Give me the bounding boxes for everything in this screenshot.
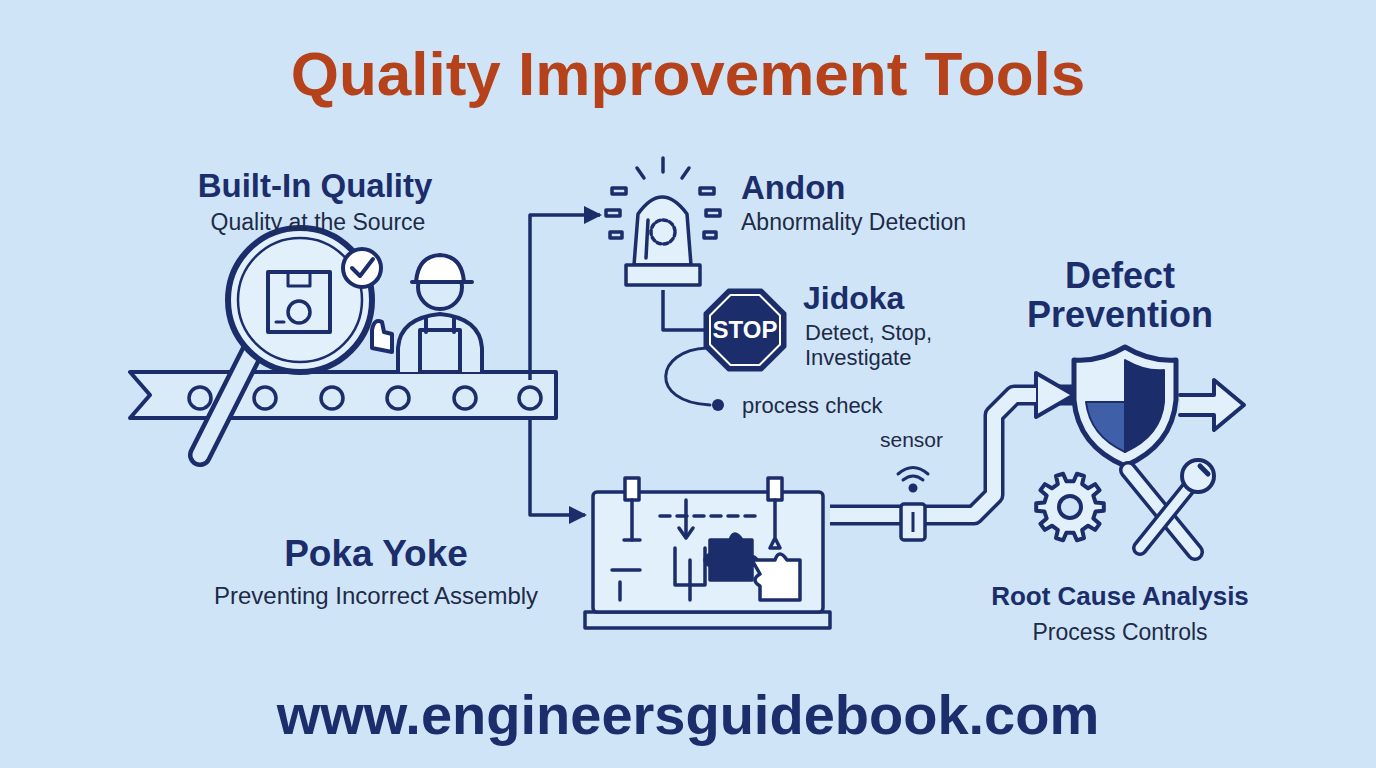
- node-heading: Root Cause Analysis: [991, 582, 1249, 612]
- diagram-title: Quality Improvement Tools: [291, 38, 1086, 109]
- stop-text: STOP: [713, 316, 778, 344]
- node-subtitle: Process Controls: [1032, 619, 1207, 645]
- sensor-label: sensor: [880, 428, 943, 452]
- gear-icon: [1036, 474, 1104, 541]
- node-heading: Built-In Quality: [198, 167, 433, 205]
- node-heading: Jidoka: [803, 280, 904, 317]
- tools-icon: [1128, 460, 1214, 552]
- node-heading: Andon: [741, 169, 845, 207]
- built-in-quality-node: Built-In QualityQuality at the Source: [130, 225, 530, 470]
- andon-node: AndonAbnormality Detection: [600, 155, 726, 290]
- sensor-body: [901, 504, 925, 540]
- andon-beacon: [606, 158, 720, 285]
- gear-teeth: [1036, 474, 1104, 541]
- conveyor-belt: [130, 372, 556, 418]
- node-subtitle: Preventing Incorrect Assembly: [214, 582, 538, 610]
- gear-hub: [1059, 496, 1081, 518]
- node-heading: Poka Yoke: [284, 533, 468, 576]
- process-check-label: process check: [742, 393, 883, 418]
- process-dot: [712, 399, 724, 411]
- stop-sign-rim: [710, 295, 780, 365]
- node-subtitle: Detect, Stop, Investigate: [805, 320, 955, 371]
- connector-group: [530, 420, 585, 515]
- website-url: www.engineersguidebook.com: [277, 683, 1100, 747]
- root-cause-node: Root Cause AnalysisProcess Controls: [1035, 465, 1210, 565]
- defect-prevention-node: Defect Prevention: [1074, 345, 1176, 467]
- flow-connector: [530, 215, 600, 380]
- node-heading: Defect Prevention: [1000, 257, 1240, 335]
- sensor-symbol: [898, 468, 928, 492]
- poka-yoke-node: Poka YokePreventing Incorrect Assembly: [585, 485, 830, 630]
- worker-figure: [372, 255, 482, 372]
- shield-icon: [1074, 347, 1176, 466]
- connector-group: [663, 290, 705, 330]
- stop-sign: [705, 290, 785, 370]
- poka-yoke-jig: [585, 478, 830, 628]
- flow-connector: [663, 290, 705, 330]
- check-icon: [343, 249, 381, 287]
- node-subtitle: Quality at the Source: [211, 209, 426, 235]
- output-arrow: [1180, 380, 1244, 430]
- node-subtitle: Abnormality Detection: [741, 209, 966, 235]
- flow-connector: [530, 420, 585, 515]
- connector-group: [530, 215, 600, 380]
- process-loop: [666, 348, 710, 405]
